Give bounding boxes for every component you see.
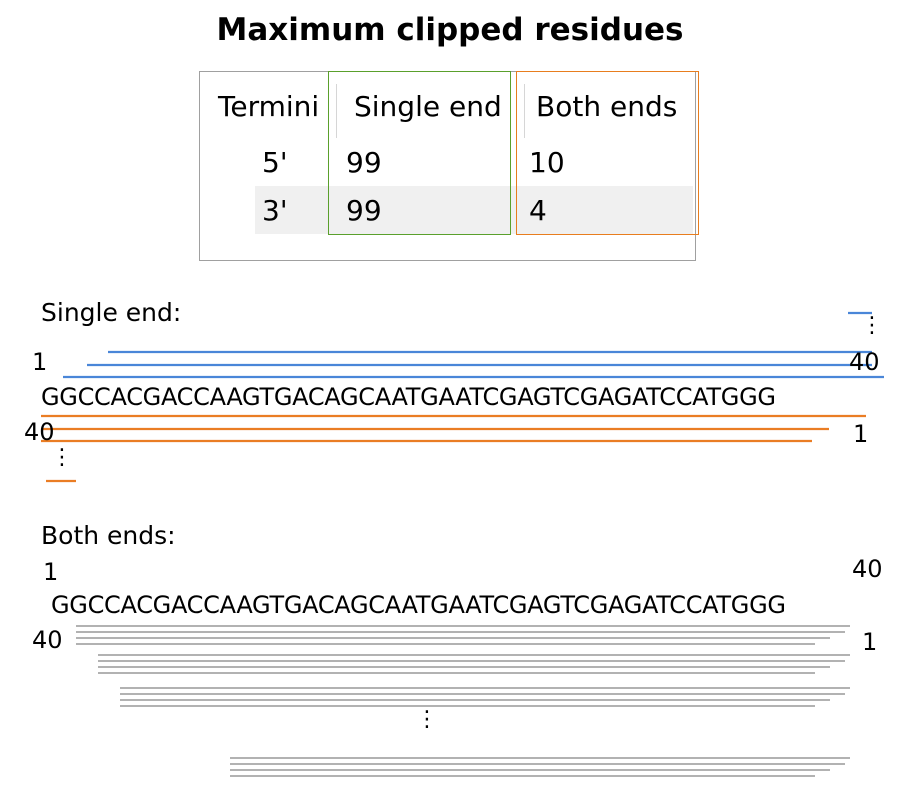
cell-single-5: 99: [346, 146, 382, 179]
single-top-end: 40: [849, 348, 880, 376]
both-top-end: 40: [852, 555, 883, 583]
both-ellipsis: ⋮: [416, 707, 438, 732]
single-end-sequence: GGCCACGACCAAGTGACAGCAATGAATCGAGTCGAGATCC…: [41, 383, 776, 411]
single-bottom-start: 40: [24, 418, 55, 446]
both-ends-sequence: GGCCACGACCAAGTGACAGCAATGAATCGAGTCGAGATCC…: [51, 591, 786, 619]
both-bottom-start: 40: [32, 626, 63, 654]
header-termini: Termini: [218, 90, 320, 123]
cell-termini-5: 5': [262, 146, 288, 179]
figure-title: Maximum clipped residues: [216, 12, 684, 48]
both-ends-reads: [76, 625, 850, 777]
single-top-start: 1: [32, 348, 48, 376]
both-ends-label: Both ends:: [41, 521, 176, 550]
cell-both-3: 4: [529, 194, 547, 227]
cell-single-3: 99: [346, 194, 382, 227]
header-both-ends: Both ends: [536, 90, 678, 123]
single-bottom-end: 1: [853, 420, 869, 448]
single-end-top-reads: [63, 311, 884, 379]
cell-both-5: 10: [529, 146, 565, 179]
column-separator: [524, 84, 525, 138]
single-end-label: Single end:: [41, 298, 182, 327]
single-bottom-ellipsis: ⋮: [51, 445, 73, 470]
both-ends-highlight: [516, 71, 699, 235]
both-bottom-end: 1: [862, 628, 878, 656]
cell-termini-3: 3': [262, 194, 288, 227]
single-top-ellipsis: ⋮: [861, 313, 883, 338]
single-end-bottom-reads: [41, 414, 866, 483]
both-top-start: 1: [43, 558, 59, 586]
column-separator: [336, 84, 337, 138]
header-single-end: Single end: [354, 90, 502, 123]
single-end-highlight: [328, 71, 511, 235]
